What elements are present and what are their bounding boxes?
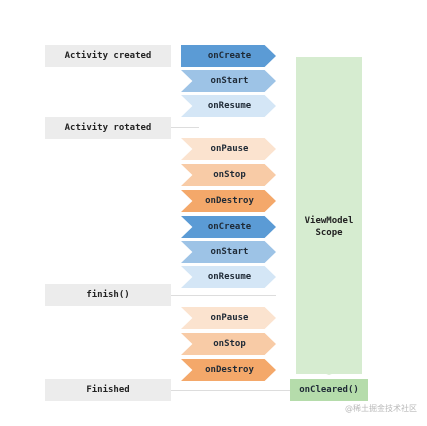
callback-oncreate: onCreate <box>181 45 276 67</box>
state-activity-rotated: Activity rotated <box>45 117 171 139</box>
watermark: @稀土掘金技术社区 <box>345 404 417 413</box>
callback-onpause: onPause <box>181 138 276 160</box>
callback-onpause: onPause <box>181 307 276 329</box>
callback-onresume: onResume <box>181 95 276 117</box>
callback-onstart: onStart <box>181 70 276 92</box>
oncleared-box: onCleared() <box>290 379 368 401</box>
viewmodel-scope-label: ViewModel Scope <box>304 216 354 238</box>
state-connector <box>171 295 276 296</box>
state-finished: Finished <box>45 379 171 401</box>
callback-onstop: onStop <box>181 333 276 355</box>
state-finish-call: finish() <box>45 284 171 306</box>
state-connector <box>171 390 290 391</box>
callback-oncreate: onCreate <box>181 216 276 238</box>
callback-ondestroy: onDestroy <box>181 359 276 381</box>
callback-onstop: onStop <box>181 164 276 186</box>
state-connector <box>171 127 199 128</box>
callback-onstart: onStart <box>181 241 276 263</box>
callback-ondestroy: onDestroy <box>181 190 276 212</box>
viewmodel-scope-arrow <box>296 363 362 375</box>
state-activity-created: Activity created <box>45 45 171 67</box>
callback-onresume: onResume <box>181 266 276 288</box>
viewmodel-scope-band <box>296 57 362 374</box>
